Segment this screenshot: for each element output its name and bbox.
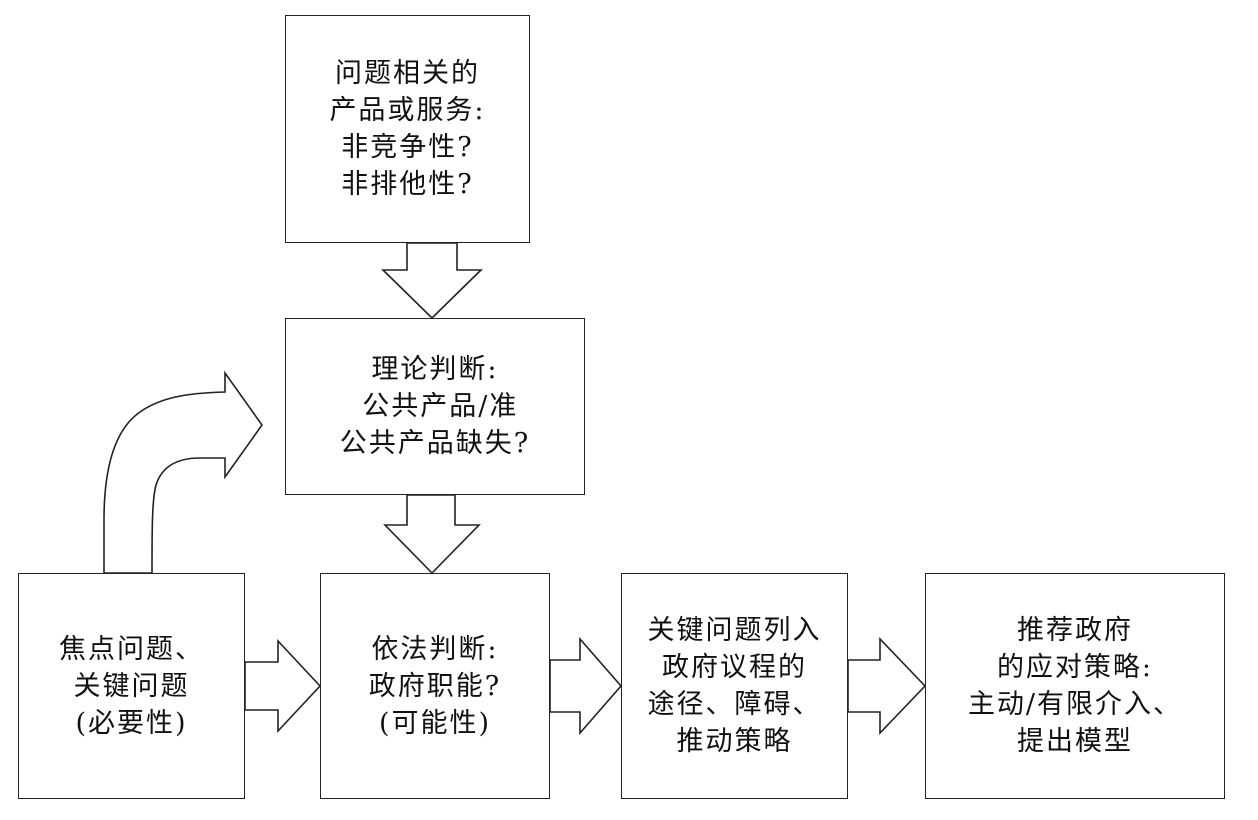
node-recommended-strategy: 推荐政府 的应对策略: 主动/有限介入、 提出模型 [925,573,1225,799]
node-line: 依法判断: [371,633,499,665]
arrow-theory-to-law [383,494,481,575]
node-line: 政府职能? [368,670,502,702]
node-line: (必要性) [75,707,188,739]
node-line: 关键问题列入 [647,615,822,646]
node-line: 的应对策略: [996,652,1154,683]
node-line: 非排他性? [341,169,474,200]
node-agenda-path: 关键问题列入 政府议程的 途径、障碍、 推动策略 [621,573,848,799]
node-line: 理论判断: [371,354,499,385]
node-line: 产品或服务: [329,95,486,126]
node-line: 非竞争性? [341,132,474,163]
arrow-focus-to-law [244,638,322,734]
node-line: 关键问题 [73,670,190,702]
node-line: 公共产品缺失? [339,428,531,459]
arrow-top-to-theory [381,242,483,320]
node-line: 问题相关的 [335,58,480,89]
arrow-focus-to-theory [103,370,263,574]
node-line: 焦点问题、 [59,633,204,665]
node-line: 途径、障碍、 [647,689,822,720]
node-line: (可能性) [378,707,492,739]
node-line: 公共产品/准 [351,391,519,422]
node-legal-judgment: 依法判断: 政府职能? (可能性) [320,573,550,799]
arrow-law-to-key [549,636,623,736]
node-focus-issue: 焦点问题、 关键问题 (必要性) [18,573,245,799]
node-line: 推荐政府 [1017,615,1133,646]
node-line: 提出模型 [1017,726,1133,757]
node-line: 政府议程的 [662,652,807,683]
arrow-key-to-rec [847,637,927,735]
node-line: 推动策略 [676,726,793,757]
node-line: 主动/有限介入、 [967,689,1183,720]
node-theory-judgment: 理论判断: 公共产品/准 公共产品缺失? [285,318,585,495]
node-public-goods-question: 问题相关的 产品或服务: 非竞争性? 非排他性? [285,15,530,243]
